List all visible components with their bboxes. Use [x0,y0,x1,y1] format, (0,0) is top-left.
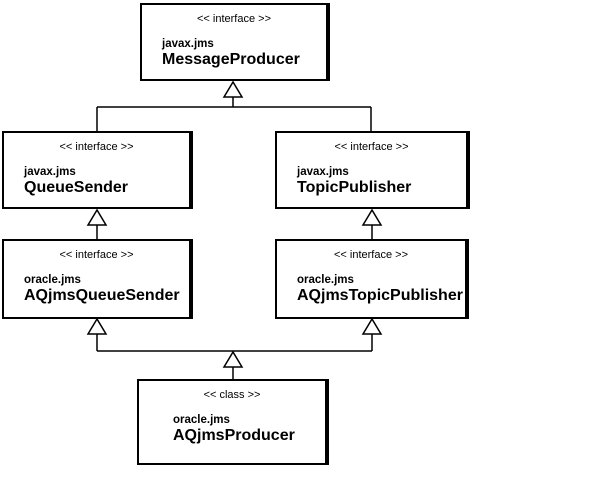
node-aqjmsproducer: << class >> oracle.jms AQjmsProducer [137,379,329,465]
node-class-name: MessageProducer [162,51,300,68]
node-stereotype: << class >> [203,389,261,401]
edge-row2-to-messageproducer [96,80,372,132]
node-package: javax.jms [24,166,76,178]
edge-aqjmstopicpublisher-to-topicpublisher [361,208,383,239]
node-stereotype: << interface >> [59,249,134,261]
node-aqjmstopicpublisher: << interface >> oracle.jms AQjmsTopicPub… [275,239,469,319]
node-package: oracle.jms [24,274,81,286]
node-stereotype: << interface >> [197,13,271,25]
node-class-name: AQjmsTopicPublisher [297,287,463,304]
node-stereotype: << interface >> [334,141,409,153]
node-stereotype: << interface >> [59,141,134,153]
node-package: javax.jms [297,166,349,178]
generalization-arrowhead-icon [86,208,108,226]
node-package: oracle.jms [297,274,354,286]
generalization-arrowhead-icon [222,80,244,98]
node-class-name: AQjmsProducer [173,427,295,444]
node-class-name: TopicPublisher [297,179,412,196]
generalization-arrowhead-icon [361,317,383,335]
node-stereotype: << interface >> [334,249,408,261]
node-package: javax.jms [162,38,214,50]
node-class-name: AQjmsQueueSender [24,287,180,304]
node-package: oracle.jms [173,414,230,426]
edge-aqjmsqueuesender-to-queuesender [86,208,108,239]
node-topicpublisher: << interface >> javax.jms TopicPublisher [275,131,470,209]
generalization-arrowhead-icon [222,350,244,368]
node-class-name: QueueSender [24,179,129,196]
node-queuesender: << interface >> javax.jms QueueSender [2,131,193,209]
generalization-arrowhead-icon [86,317,108,335]
node-messageproducer: << interface >> javax.jms MessageProduce… [140,3,330,81]
edge-aqjmsproducer-to-parents [86,317,383,379]
generalization-arrowhead-icon [361,208,383,226]
node-aqjmsqueuesender: << interface >> oracle.jms AQjmsQueueSen… [2,239,193,319]
